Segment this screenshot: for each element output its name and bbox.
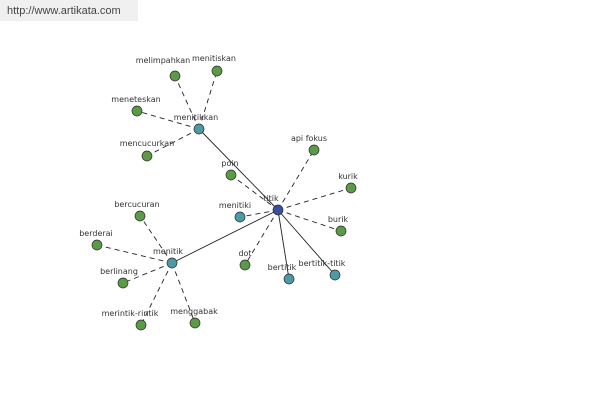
- node-circle-menitiki[interactable]: [234, 211, 246, 223]
- node-label-menggabak: menggabak: [170, 307, 218, 316]
- node-circle-menitiskan[interactable]: [211, 65, 223, 77]
- node-label-api-fokus: api fokus: [291, 134, 327, 143]
- edge-titik-kurik: [277, 187, 352, 211]
- edge-menitik-menggabak: [171, 262, 196, 324]
- node-circle-bertitik-titik[interactable]: [329, 269, 341, 281]
- edge-titik-menitik: [171, 209, 279, 264]
- edge-menitikkan-mencucurkan: [146, 128, 200, 157]
- node-circle-meneteskan[interactable]: [131, 105, 143, 117]
- node-circle-dot[interactable]: [239, 259, 251, 271]
- graph-edges: [96, 70, 352, 326]
- node-label-mencucurkan: mencucurkan: [120, 139, 174, 148]
- node-circle-merintik-rintik[interactable]: [135, 319, 147, 331]
- node-bercucuran[interactable]: bercucuran: [114, 200, 160, 222]
- node-api-fokus[interactable]: api fokus: [291, 134, 327, 156]
- edge-menitikkan-menitiskan: [198, 70, 218, 130]
- edge-titik-bertitik: [277, 209, 290, 280]
- node-melimpahkan[interactable]: melimpahkan: [136, 56, 190, 82]
- node-label-menitik: menitik: [153, 247, 183, 256]
- node-bertitik[interactable]: bertitik: [268, 263, 297, 285]
- node-circle-menggabak[interactable]: [189, 317, 201, 329]
- node-merintik-rintik[interactable]: merintik-rintik: [102, 309, 159, 331]
- node-label-bertitik: bertitik: [268, 263, 297, 272]
- node-dot[interactable]: dot: [238, 249, 252, 271]
- node-berderai[interactable]: berderai: [79, 229, 113, 251]
- node-label-bercucuran: bercucuran: [114, 200, 159, 209]
- node-label-berderai: berderai: [79, 229, 113, 238]
- edge-menitik-berderai: [96, 244, 173, 264]
- node-circle-bertitik[interactable]: [283, 273, 295, 285]
- node-mencucurkan[interactable]: mencucurkan: [120, 139, 174, 162]
- node-berlinang[interactable]: berlinang: [100, 267, 138, 289]
- node-circle-berlinang[interactable]: [117, 277, 129, 289]
- node-kurik[interactable]: kurik: [338, 172, 358, 194]
- edge-titik-bertitik-titik: [277, 209, 336, 276]
- node-burik[interactable]: burik: [328, 215, 349, 237]
- node-menitik[interactable]: menitik: [153, 247, 183, 269]
- node-label-merintik-rintik: merintik-rintik: [102, 309, 159, 318]
- node-circle-poin[interactable]: [225, 169, 237, 181]
- node-label-kurik: kurik: [338, 172, 358, 181]
- node-circle-burik[interactable]: [335, 225, 347, 237]
- node-circle-melimpahkan[interactable]: [169, 70, 181, 82]
- edge-menitik-merintik-rintik: [140, 262, 173, 326]
- node-label-menitiki: menitiki: [219, 201, 251, 210]
- node-circle-berderai[interactable]: [91, 239, 103, 251]
- edge-menitikkan-meneteskan: [136, 110, 200, 130]
- node-label-meneteskan: meneteskan: [111, 95, 160, 104]
- edge-menitikkan-melimpahkan: [174, 75, 200, 130]
- node-menggabak[interactable]: menggabak: [170, 307, 218, 329]
- edge-titik-api-fokus: [277, 149, 315, 211]
- node-label-bertitik-titik: bertitik-titik: [299, 259, 346, 268]
- node-label-dot: dot: [238, 249, 251, 258]
- node-circle-api-fokus[interactable]: [308, 144, 320, 156]
- node-menitiki[interactable]: menitiki: [219, 201, 251, 223]
- node-label-melimpahkan: melimpahkan: [136, 56, 190, 65]
- node-circle-menitikkan[interactable]: [193, 123, 205, 135]
- node-label-menitikkan: menitikkan: [174, 113, 218, 122]
- node-titik[interactable]: titik: [263, 194, 284, 216]
- node-circle-bercucuran[interactable]: [134, 210, 146, 222]
- node-label-titik: titik: [263, 194, 279, 203]
- edge-menitik-bercucuran: [139, 215, 173, 264]
- source-url[interactable]: http://www.artikata.com: [0, 0, 138, 21]
- node-bertitik-titik[interactable]: bertitik-titik: [299, 259, 346, 281]
- node-label-menitiskan: menitiskan: [192, 54, 236, 63]
- node-circle-mencucurkan[interactable]: [141, 150, 153, 162]
- node-menitiskan[interactable]: menitiskan: [192, 54, 236, 77]
- node-poin[interactable]: poin: [221, 159, 239, 181]
- edge-titik-burik: [277, 209, 342, 232]
- node-label-berlinang: berlinang: [100, 267, 138, 276]
- edge-titik-dot: [244, 209, 279, 266]
- edge-titik-menitiki: [239, 209, 279, 218]
- node-circle-titik[interactable]: [272, 204, 284, 216]
- node-menitikkan[interactable]: menitikkan: [174, 113, 218, 135]
- node-meneteskan[interactable]: meneteskan: [111, 95, 161, 117]
- node-label-burik: burik: [328, 215, 349, 224]
- edge-titik-poin: [230, 174, 279, 211]
- node-label-poin: poin: [221, 159, 238, 168]
- edge-titik-menitikkan: [198, 128, 279, 211]
- node-circle-menitik[interactable]: [166, 257, 178, 269]
- node-circle-kurik[interactable]: [345, 182, 357, 194]
